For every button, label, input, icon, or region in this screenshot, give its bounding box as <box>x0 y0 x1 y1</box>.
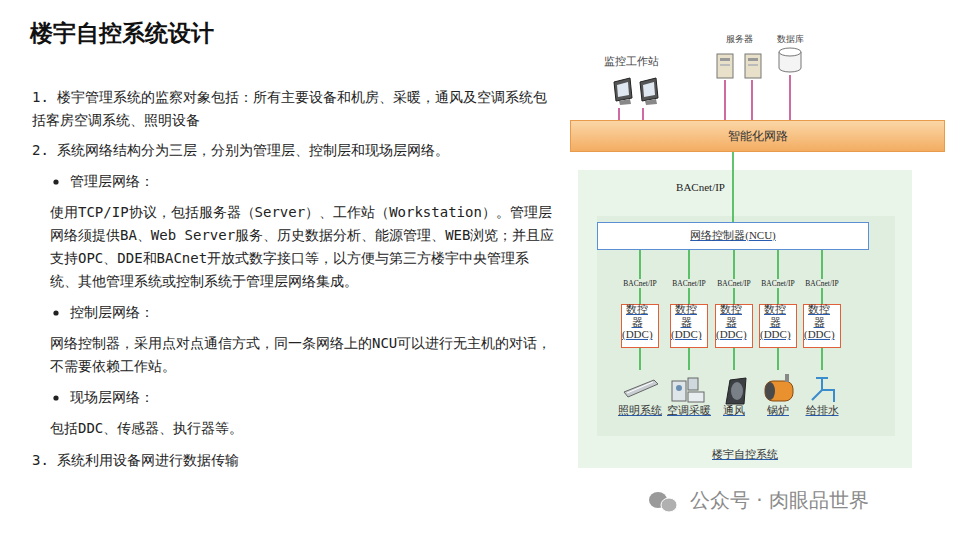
node-label: 智能化网路 <box>728 128 788 145</box>
connector-line <box>777 348 779 370</box>
device-icon: 空调采暖 <box>666 370 712 424</box>
paragraph: 网络控制器，采用点对点通信方式，同一条网络上的NCU可以进行无主机的对话，不需要… <box>50 332 557 378</box>
connector-line <box>821 250 823 304</box>
connector-line <box>733 250 735 304</box>
aircon-icon <box>672 378 704 402</box>
connector-line <box>639 348 641 370</box>
watermark-icon <box>649 492 677 512</box>
controller-box: 网络控制器(NCU) <box>597 222 869 250</box>
device-icon: 通风 <box>711 370 757 424</box>
protocol-label: BACnet/IP <box>716 279 751 288</box>
paragraph: 包括DDC、传感器、执行器等。 <box>50 417 557 440</box>
watermark: 公众号 · 肉眼品世界 <box>690 487 869 514</box>
ddc-box: 数控器 (DDC) <box>621 304 659 348</box>
node-label: 数控器 (DDC) <box>760 303 790 341</box>
monitor-icons <box>614 78 658 105</box>
protocol-label: BACnet/IP <box>804 279 839 288</box>
fan-icon <box>726 378 746 404</box>
paragraph: 使用TCP/IP协议，包括服务器（Server）、工作站（Workstation… <box>50 201 557 293</box>
lighting-icon <box>624 380 658 397</box>
connector-line <box>733 348 735 370</box>
node-label: 服务器 <box>712 33 766 46</box>
bullet-heading: 现场层网络： <box>70 386 550 409</box>
bullet-heading: 管理层网络： <box>70 170 550 193</box>
bullet-dot <box>53 310 58 315</box>
bullet-dot <box>53 395 58 400</box>
node-label: 数控器 (DDC) <box>804 303 834 341</box>
protocol-label: BACnet/IP <box>671 279 706 288</box>
outer-panel <box>578 170 912 468</box>
server-icons <box>717 54 761 78</box>
node-label: 数控器 (DDC) <box>622 303 652 341</box>
connector-line <box>789 75 791 120</box>
node-label: 数控器 (DDC) <box>716 303 746 341</box>
node-label: 通风 <box>711 403 757 418</box>
connector-line <box>821 348 823 370</box>
device-icon: 照明系统 <box>617 370 663 424</box>
node-label: 网络控制器(NCU) <box>598 228 868 243</box>
connector-line <box>619 108 643 120</box>
system-panel: 楼宇自控系统 网络控制器(NCU) 数控器 (DDC) 数控器 (DDC) 数控器 (D… <box>578 170 912 468</box>
ddc-box: 数控器 (DDC) <box>759 304 797 348</box>
bullet-dot <box>53 179 58 184</box>
protocol-label: BACnet/IP <box>622 279 657 288</box>
ddc-box: 数控器 (DDC) <box>715 304 753 348</box>
connector-line <box>725 80 752 120</box>
numbered-item: 2. 系统网络结构分为三层，分别为管理层、控制层和现场层网络。 <box>32 139 557 162</box>
node-label: 照明系统 <box>617 403 663 418</box>
water-icon <box>812 378 834 402</box>
node-label: 给排水 <box>799 403 845 418</box>
node-label: 锅炉 <box>755 403 801 418</box>
node-label: 数控器 (DDC) <box>671 303 701 341</box>
page-title: 楼宇自控系统设计 <box>30 18 214 49</box>
database-icon: 数据库 <box>774 33 806 75</box>
node-label: 空调采暖 <box>666 403 712 418</box>
protocol-label: BACnet/IP <box>676 181 725 193</box>
device-icon: 给排水 <box>799 370 845 424</box>
ddc-box: 数控器 (DDC) <box>803 304 841 348</box>
numbered-item: 3. 系统利用设备网进行数据传输 <box>32 449 557 472</box>
connector-line <box>732 152 734 222</box>
numbered-item: 1. 楼宇管理系统的监察对象包括：所有主要设备和机房、采暖，通风及空调系统包括客… <box>32 86 557 132</box>
boiler-icon <box>765 374 793 401</box>
connector-line <box>688 348 690 370</box>
connector-line <box>639 250 641 304</box>
inner-panel <box>597 216 895 436</box>
protocol-label: BACnet/IP <box>760 279 795 288</box>
node-label: 楼宇自控系统 <box>578 447 912 462</box>
node-label: 数据库 <box>774 33 806 46</box>
node-label: 监控工作站 <box>598 54 664 69</box>
network-band: 智能化网路 <box>570 120 945 152</box>
connector-line <box>777 250 779 304</box>
ddc-box: 数控器 (DDC) <box>670 304 708 348</box>
bullet-heading: 控制层网络： <box>70 301 550 324</box>
server-icon: 服务器 <box>712 33 766 80</box>
device-icon: 锅炉 <box>755 370 801 424</box>
workstation-icon: 监控工作站 <box>598 54 664 108</box>
database-icon <box>779 48 801 72</box>
connector-line <box>688 250 690 304</box>
